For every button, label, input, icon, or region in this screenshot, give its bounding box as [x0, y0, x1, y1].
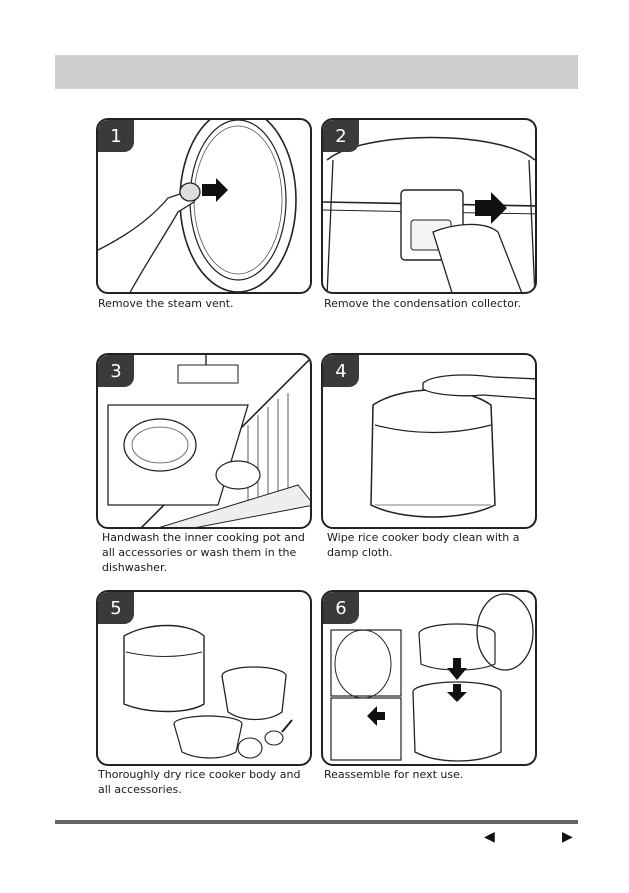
step-number: 6 [323, 592, 359, 624]
dry-parts-drawing [123, 624, 293, 759]
footer-rule [55, 820, 578, 824]
step-number: 2 [323, 120, 359, 152]
prev-page-button[interactable]: ◀ [484, 829, 495, 845]
condensation-collector-drawing [323, 136, 535, 292]
step-number: 4 [323, 355, 359, 387]
step-2-caption: Remove the condensation collector. [324, 297, 521, 310]
reassemble-drawing [330, 593, 534, 762]
step-1-illustration: 1 [96, 118, 312, 294]
header-bar [55, 55, 578, 89]
steam-vent-drawing [98, 120, 297, 292]
step-4-illustration: 4 [321, 353, 537, 529]
sink-dishwasher-drawing [107, 355, 310, 527]
step-1-caption: Remove the steam vent. [98, 297, 234, 310]
step-3-caption: Handwash the inner cooking pot and all a… [102, 531, 305, 574]
step-5-illustration: 5 [96, 590, 312, 766]
step-2-illustration: 2 [321, 118, 537, 294]
step-6-caption: Reassemble for next use. [324, 768, 464, 781]
step-number: 5 [98, 592, 134, 624]
next-page-button[interactable]: ▶ [562, 829, 573, 845]
step-6-illustration: 6 [321, 590, 537, 766]
step-4-caption: Wipe rice cooker body clean with a damp … [327, 531, 520, 559]
step-5-caption: Thoroughly dry rice cooker body and all … [98, 768, 301, 796]
step-number: 1 [98, 120, 134, 152]
cooker-wipe-drawing [370, 374, 535, 518]
step-3-illustration: 3 [96, 353, 312, 529]
step-number: 3 [98, 355, 134, 387]
